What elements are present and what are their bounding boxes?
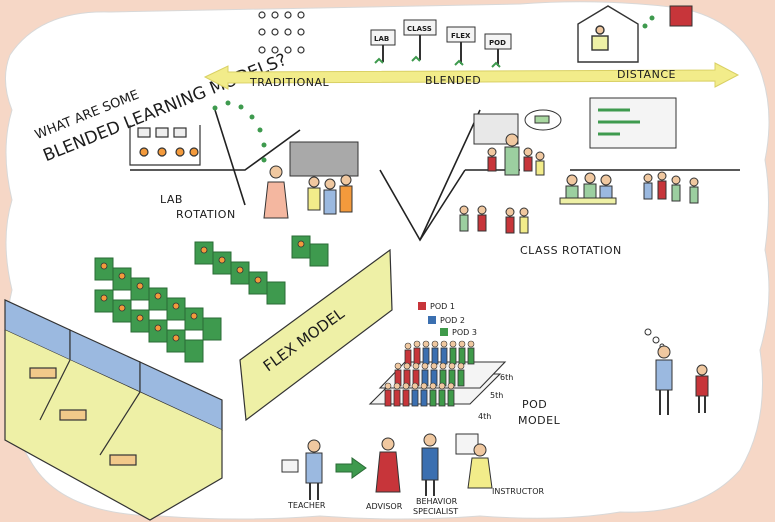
role-instructor: INSTRUCTOR — [492, 487, 544, 496]
class-right-students — [643, 171, 699, 204]
sign-lab-text: LAB — [374, 35, 389, 43]
role-teacher: TEACHER — [287, 501, 326, 510]
advisor-figure — [375, 437, 401, 493]
funnel-sides — [214, 109, 481, 241]
spectrum-arrow — [203, 62, 740, 90]
behavior-specialist-figure — [421, 433, 439, 496]
pod-heads — [384, 340, 475, 390]
dot-trail-1 — [649, 15, 655, 21]
class-left-students — [459, 205, 529, 234]
traditional-desks — [258, 11, 305, 54]
label-pod-model-2: MODEL — [518, 414, 561, 427]
label-traditional: TRADITIONAL — [249, 76, 330, 89]
chart-lines — [598, 108, 640, 136]
legend-pod3: POD 3 — [452, 328, 477, 337]
role-behavior-1: BEHAVIOR — [416, 497, 458, 506]
sign-class: CLASS — [403, 19, 437, 60]
sign-lab: LAB — [370, 29, 396, 62]
teacher-figure — [281, 439, 323, 500]
legend-pod1: POD 1 — [430, 302, 455, 311]
label-class-rotation: CLASS ROTATION — [520, 244, 622, 257]
legend-pod2: POD 2 — [440, 316, 465, 325]
sign-pod-text: POD — [489, 39, 506, 47]
red-building-icon — [669, 5, 693, 27]
dotted-path-lab — [212, 100, 267, 163]
house-icon — [577, 5, 639, 63]
thinking-adult — [655, 345, 673, 415]
lab-whiteboard — [289, 141, 359, 177]
thinking-child — [695, 364, 709, 413]
label-blended: BLENDED — [425, 74, 481, 87]
arrow-right-icon — [335, 457, 367, 479]
instructor-figure — [455, 433, 493, 489]
grade-5th: 5th — [490, 391, 503, 400]
grade-6th: 6th — [500, 373, 513, 382]
lab-room — [129, 125, 201, 166]
pod-legend: POD 1 POD 2 POD 3 — [418, 302, 477, 337]
thought-screen — [534, 115, 550, 124]
dot-trail-2 — [642, 23, 648, 29]
label-distance: DISTANCE — [617, 68, 676, 81]
label-lab-rotation-1: LAB — [160, 193, 183, 206]
sign-flex: FLEX — [446, 26, 476, 64]
class-teacher-group — [487, 133, 545, 176]
lab-teacher — [263, 165, 289, 219]
lab-students — [307, 174, 353, 215]
grade-4th: 4th — [478, 412, 491, 421]
flex-panel — [239, 248, 393, 422]
sign-class-text: CLASS — [407, 25, 432, 33]
role-advisor: ADVISOR — [366, 502, 403, 511]
pod-rooms — [4, 299, 223, 521]
label-lab-rotation-2: ROTATION — [176, 208, 236, 221]
flex-students — [100, 240, 305, 342]
pod-students — [384, 347, 475, 407]
grass-tufts — [374, 55, 501, 68]
label-pod-model-1: POD — [522, 398, 547, 411]
class-table-students — [565, 172, 613, 199]
sign-flex-text: FLEX — [451, 32, 471, 40]
class-table — [559, 197, 617, 205]
sign-pod: POD — [484, 33, 512, 66]
role-behavior-2: SPECIALIST — [413, 507, 458, 516]
